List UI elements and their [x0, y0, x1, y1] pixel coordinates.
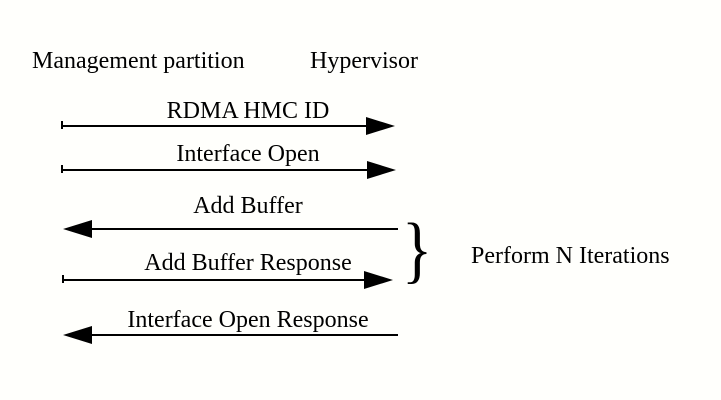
curly-brace-icon: } — [402, 209, 433, 291]
message-label-add-buffer-response: Add Buffer Response — [144, 250, 352, 276]
arrowhead-right-icon — [364, 271, 393, 289]
iteration-annotation: Perform N Iterations — [471, 243, 670, 269]
arrow-line — [62, 169, 368, 171]
arrowhead-left-icon — [63, 326, 92, 344]
arrow-line — [91, 334, 398, 336]
actor-management-partition: Management partition — [32, 48, 245, 74]
arrow-line — [63, 279, 365, 281]
actor-hypervisor: Hypervisor — [310, 48, 418, 74]
message-label-interface-open-response: Interface Open Response — [127, 307, 369, 333]
arrow-line — [91, 228, 398, 230]
arrowhead-right-icon — [366, 117, 395, 135]
message-label-interface-open: Interface Open — [176, 141, 320, 167]
message-label-rdma-hmc-id: RDMA HMC ID — [166, 98, 330, 124]
arrowhead-left-icon — [63, 220, 92, 238]
message-label-add-buffer: Add Buffer — [193, 193, 303, 219]
arrow-line — [62, 125, 367, 127]
arrowhead-right-icon — [367, 161, 396, 179]
